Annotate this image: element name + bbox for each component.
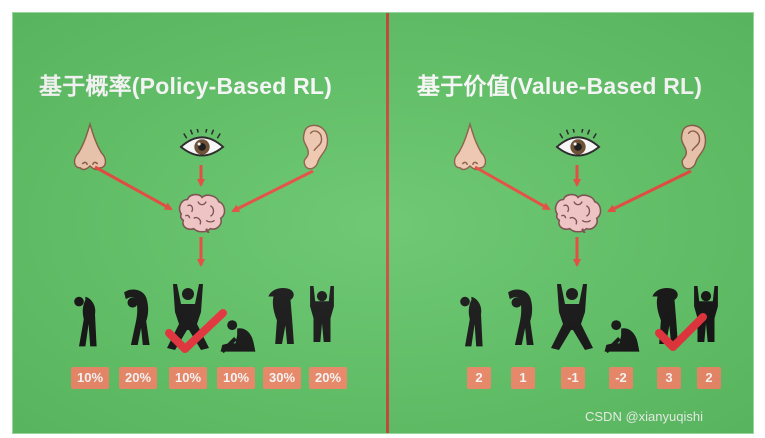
- stretching-person-icon: [460, 296, 483, 347]
- ear-icon: [680, 124, 707, 170]
- action-probability-badge: 20%: [119, 367, 157, 389]
- stretching-person-icon: [508, 289, 534, 346]
- action-probability-badge: 10%: [169, 367, 207, 389]
- arrow-ear-to-brain: [607, 169, 692, 213]
- arrow-ear-to-brain: [231, 169, 314, 213]
- action-value-badge: 2: [697, 367, 721, 389]
- action-probability-badge: 30%: [263, 367, 301, 389]
- action-probability-badge: 10%: [71, 367, 109, 389]
- action-value-badge: 3: [657, 367, 681, 389]
- stretching-person-icon: [124, 289, 150, 346]
- panel-divider: [386, 13, 389, 433]
- eye-icon: [555, 129, 601, 157]
- nose-icon: [453, 123, 487, 171]
- action-probability-badge: 10%: [217, 367, 255, 389]
- watermark: CSDN @xianyuqishi: [585, 409, 703, 424]
- brain-icon: [178, 193, 226, 233]
- stretching-person-icon: [74, 296, 97, 347]
- action-probability-badge: 20%: [309, 367, 347, 389]
- stretching-person-icon: [551, 284, 593, 350]
- right-action-figures: [460, 284, 718, 352]
- nose-icon: [73, 123, 107, 171]
- left-arrows: [94, 165, 314, 267]
- diagram-frame: 基于概率(Policy-Based RL) 基于价值(Value-Based R…: [12, 12, 754, 434]
- stretching-person-icon: [268, 288, 294, 345]
- action-value-badge: 2: [467, 367, 491, 389]
- stretching-person-icon: [221, 320, 256, 351]
- policy-based-title: 基于概率(Policy-Based RL): [39, 73, 333, 99]
- right-sensory-inputs: [453, 123, 707, 233]
- check-mark-icon: [655, 313, 707, 351]
- arrow-nose-to-brain: [94, 165, 173, 211]
- stretching-person-icon: [694, 285, 718, 343]
- diagram-artwork: [73, 123, 718, 433]
- stretching-person-icon: [605, 320, 640, 351]
- action-value-badge: -1: [561, 367, 585, 389]
- left-action-figures: [74, 284, 334, 352]
- ear-icon: [302, 124, 329, 170]
- action-value-badge: -2: [609, 367, 633, 389]
- eye-icon: [179, 129, 225, 157]
- right-arrows: [474, 165, 692, 267]
- stretching-person-icon: [310, 285, 334, 343]
- value-based-title: 基于价值(Value-Based RL): [417, 73, 703, 99]
- brain-icon: [554, 193, 602, 233]
- check-mark-icon: [165, 309, 227, 353]
- action-value-badge: 1: [511, 367, 535, 389]
- arrow-nose-to-brain: [474, 165, 551, 211]
